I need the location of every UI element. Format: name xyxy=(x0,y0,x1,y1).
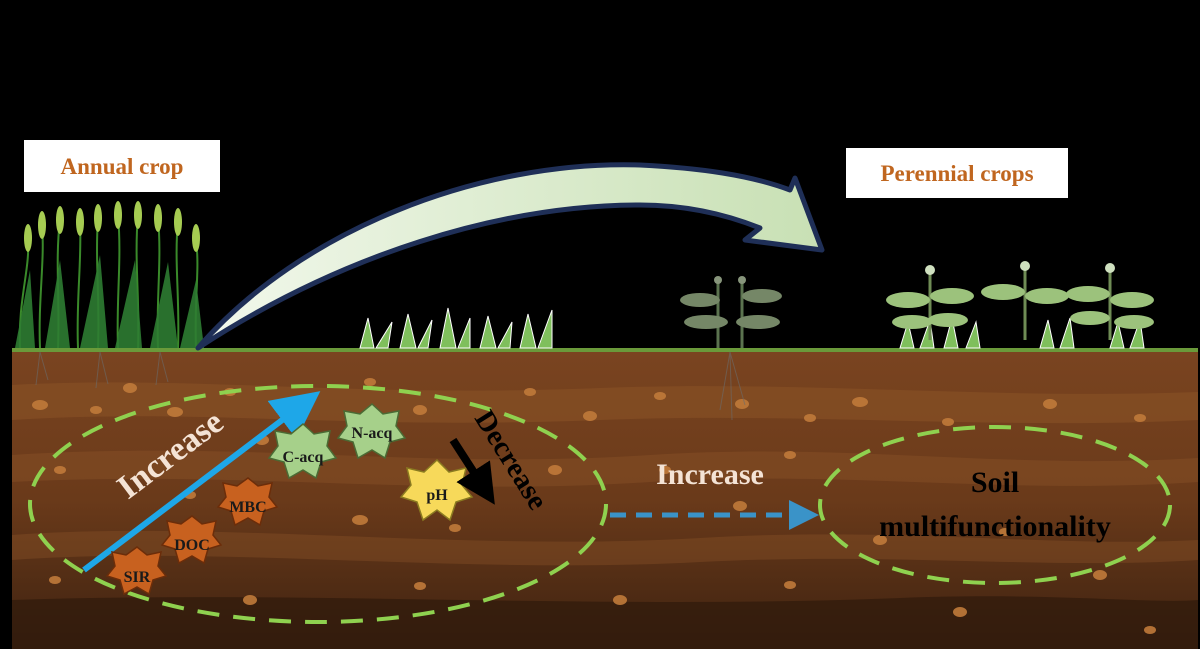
indicator-mbc-label: MBC xyxy=(229,499,266,516)
annual-crop-label-box: Annual crop xyxy=(24,140,220,192)
seedlings-illustration xyxy=(360,308,552,348)
perennial-crops-label: Perennial crops xyxy=(880,161,1033,186)
soil-label-line2: multifunctionality xyxy=(879,510,1111,543)
indicator-doc-label: DOC xyxy=(174,537,210,554)
indicator-sir-label: SIR xyxy=(124,569,151,586)
transition-arrow xyxy=(198,165,822,348)
increase-label-right: Increase xyxy=(656,458,764,491)
indicator-ph-label: pH xyxy=(426,487,448,504)
indicator-n-acq-label: N-acq xyxy=(352,425,393,442)
perennial-crops-label-box: Perennial crops xyxy=(846,148,1068,198)
soil-label-line1: Soil xyxy=(971,466,1019,499)
soil-block xyxy=(12,350,1198,649)
indicator-c-acq-label: C-acq xyxy=(283,449,324,466)
perennial-plants-right xyxy=(886,261,1154,348)
annual-crop-label: Annual crop xyxy=(61,154,184,179)
